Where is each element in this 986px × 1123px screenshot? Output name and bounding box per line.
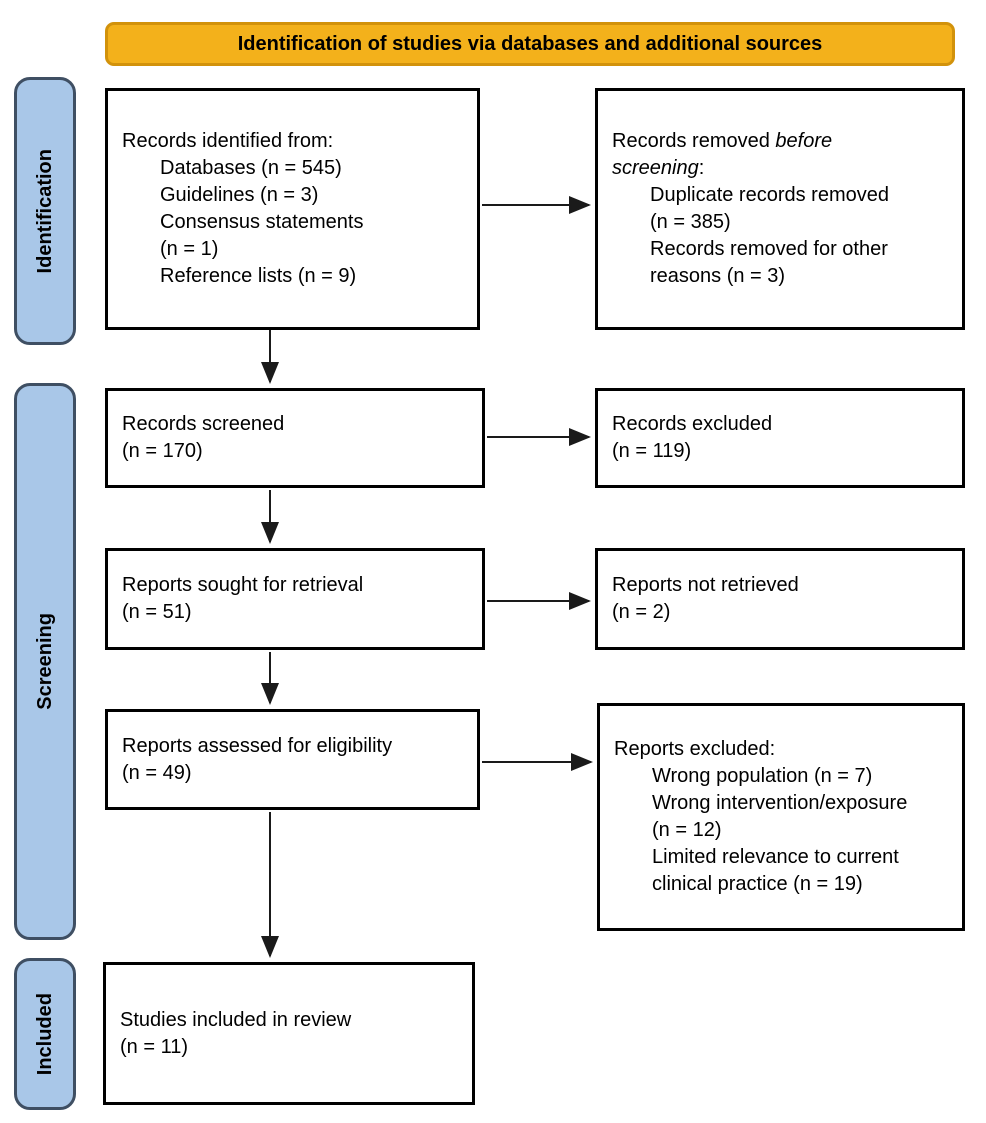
box-count: (n = 49) [122,761,192,784]
title-italic: before screening [612,130,833,179]
stage-label-text: Identification [33,148,56,274]
diagram-title: Identification of studies via databases … [237,32,823,55]
box-item: Databases (n = 545) [160,157,342,179]
box-count: (n = 51) [122,601,192,623]
box-records-excluded: Records excluded (n = 119) [595,388,965,488]
box-item: Wrong population (n = 7) [652,765,873,787]
box-item: Limited relevance to current clinical pr… [652,846,899,895]
box-title: Reports excluded: [614,738,776,760]
box-label: Records excluded [612,413,773,435]
box-count: (n = 11) [120,1035,188,1058]
box-count: (n = 119) [612,440,692,462]
box-item: Records removed for other reasons (n = 3… [650,238,888,287]
box-label: Studies included in review [120,1008,352,1031]
box-count: (n = 170) [122,440,203,462]
box-records-identified: Records identified from: Databases (n = … [105,88,480,330]
box-reports-sought: Reports sought for retrieval (n = 51) [105,548,485,650]
box-reports-not-retrieved: Reports not retrieved (n = 2) [595,548,965,650]
box-item: Reference lists (n = 9) [160,265,357,287]
box-title: Records removed before screening: [612,128,842,182]
box-count: (n = 2) [612,601,671,623]
title-prefix: Records removed [612,130,776,152]
box-studies-included: Studies included in review (n = 11) [103,962,475,1105]
title-suffix: : [698,157,705,179]
box-reports-excluded: Reports excluded: Wrong population (n = … [597,703,965,931]
stage-label-text: Included [33,992,56,1076]
box-records-removed: Records removed before screening: Duplic… [595,88,965,330]
stage-label-included: Included [14,958,76,1110]
stage-label-identification: Identification [14,77,76,345]
stage-label-text: Screening [33,613,56,710]
diagram-title-banner: Identification of studies via databases … [105,22,955,66]
box-item: Consensus statements (n = 1) [160,211,364,260]
box-item: Wrong intervention/exposure (n = 12) [652,792,908,841]
box-label: Reports not retrieved [612,574,799,596]
box-label: Records screened [122,413,285,435]
box-label: Reports sought for retrieval [122,574,364,596]
stage-label-screening: Screening [14,383,76,940]
box-item: Guidelines (n = 3) [160,184,319,206]
box-label: Reports assessed for eligibility [122,734,393,757]
box-title: Records identified from: [122,130,334,152]
box-reports-assessed: Reports assessed for eligibility (n = 49… [105,709,480,810]
box-item: Duplicate records removed (n = 385) [650,184,889,233]
box-records-screened: Records screened (n = 170) [105,388,485,488]
